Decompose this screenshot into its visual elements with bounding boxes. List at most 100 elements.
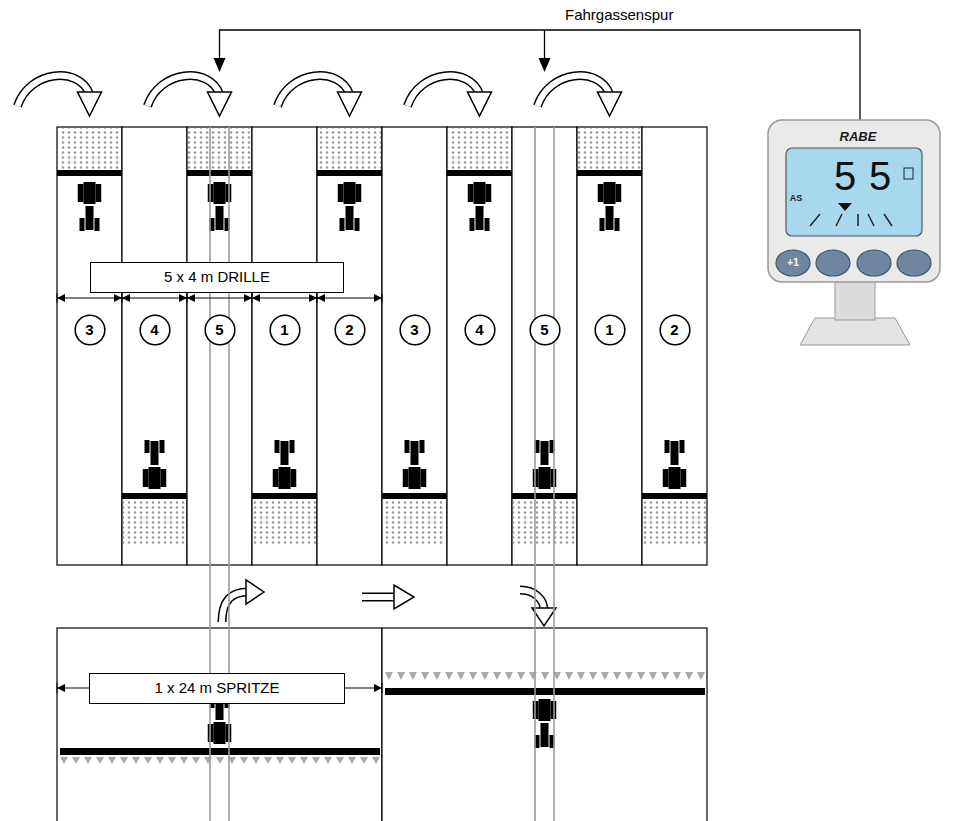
spray-nozzle xyxy=(216,757,224,764)
bracket-arrowhead xyxy=(539,58,551,72)
strip-number-outline xyxy=(75,315,105,345)
tramline-terminal: RABEAS55+1 xyxy=(768,120,940,282)
seed-band xyxy=(58,128,121,170)
tractor xyxy=(143,440,167,489)
field-strip xyxy=(512,127,577,565)
spray-nozzle xyxy=(613,672,621,680)
move-arrow xyxy=(362,585,414,609)
spray-nozzle xyxy=(541,672,549,680)
terminal-base xyxy=(800,318,910,345)
field-strip xyxy=(122,127,187,565)
move-arrow-body xyxy=(538,76,610,106)
spray-nozzle xyxy=(409,672,417,680)
spray-nozzle xyxy=(505,672,513,680)
dimension-arrowhead xyxy=(179,294,187,302)
spray-nozzle xyxy=(240,757,248,764)
dimension-arrowhead xyxy=(244,294,252,302)
move-arrow-body xyxy=(222,592,248,622)
strip-number: 2 xyxy=(659,314,691,346)
spray-nozzle xyxy=(565,672,573,680)
spray-nozzle xyxy=(360,757,368,764)
move-arrow-outline xyxy=(278,76,350,106)
spray-nozzle xyxy=(132,757,140,764)
terminal-screen xyxy=(786,148,922,236)
callout-number: 2 xyxy=(345,322,353,339)
move-arrow-head xyxy=(246,580,264,604)
bracket-arrowhead xyxy=(214,58,226,72)
field-strip xyxy=(577,127,642,565)
spray-nozzle xyxy=(673,672,681,680)
tramline-track xyxy=(228,127,230,821)
terminal-button xyxy=(857,250,891,276)
spray-nozzle xyxy=(84,757,92,764)
spray-nozzle xyxy=(421,672,429,680)
tractor xyxy=(533,699,557,748)
spray-nozzle xyxy=(697,672,705,680)
move-arrow-head xyxy=(338,92,362,116)
seed-band xyxy=(643,500,706,544)
sprayer-boom xyxy=(385,688,705,695)
spray-nozzle xyxy=(168,757,176,764)
move-arrow xyxy=(148,76,232,116)
tramline-track xyxy=(209,127,211,821)
move-arrow xyxy=(538,76,622,116)
strip-number: 2 xyxy=(334,314,366,346)
spray-nozzle xyxy=(72,757,80,764)
seed-band xyxy=(318,128,381,170)
seed-band xyxy=(513,500,576,544)
strip-number-outline xyxy=(660,315,690,345)
strip-number-outline xyxy=(595,315,625,345)
display-digit: 5 xyxy=(869,156,891,196)
terminal-button xyxy=(776,250,810,276)
spray-nozzle xyxy=(649,672,657,680)
move-arrow-outline xyxy=(408,76,480,106)
spray-nozzle xyxy=(661,672,669,680)
spray-nozzle xyxy=(469,672,477,680)
move-arrow-outline xyxy=(362,593,396,602)
brand-logo: RABE xyxy=(840,130,877,143)
spray-nozzle xyxy=(433,672,441,680)
field-strip xyxy=(252,127,317,565)
spray-nozzle xyxy=(481,672,489,680)
spray-nozzle xyxy=(108,757,116,764)
display-indicator: AS xyxy=(790,194,803,203)
callout-number: 5 xyxy=(215,322,223,339)
strip-number-outline xyxy=(140,315,170,345)
move-arrow xyxy=(408,76,492,116)
tramline-label: Fahrgassenspur xyxy=(565,6,673,23)
callout-number: 3 xyxy=(410,322,418,339)
dimension-arrowhead xyxy=(374,294,382,302)
spray-nozzle xyxy=(252,757,260,764)
move-arrow-outline xyxy=(18,76,90,106)
terminal-body xyxy=(768,120,940,282)
drill-bar xyxy=(57,170,122,176)
spray-nozzle xyxy=(457,672,465,680)
spray-nozzle xyxy=(312,757,320,764)
drill-bar xyxy=(577,170,642,176)
spray-nozzle xyxy=(397,672,405,680)
spray-nozzle xyxy=(601,672,609,680)
field-strip xyxy=(57,127,122,565)
strip-number-outline xyxy=(465,315,495,345)
drill-bar xyxy=(317,170,382,176)
field-strip xyxy=(187,127,252,565)
spray-nozzle xyxy=(120,757,128,764)
seed-band xyxy=(383,500,446,544)
drill-bar xyxy=(512,493,577,499)
spray-nozzle xyxy=(264,757,272,764)
move-arrow-head xyxy=(208,92,232,116)
dimension-arrowhead xyxy=(309,294,317,302)
spray-nozzle xyxy=(192,757,200,764)
move-arrow-body xyxy=(278,76,350,106)
dimension-arrowhead xyxy=(317,294,325,302)
move-arrow-outline xyxy=(520,590,544,610)
button-label: +1 xyxy=(787,258,798,268)
spray-nozzle xyxy=(144,757,152,764)
tractor xyxy=(663,440,687,489)
spray-nozzle xyxy=(637,672,645,680)
spray-nozzle xyxy=(577,672,585,680)
tramline-bracket xyxy=(220,30,861,122)
spray-nozzle xyxy=(348,757,356,764)
